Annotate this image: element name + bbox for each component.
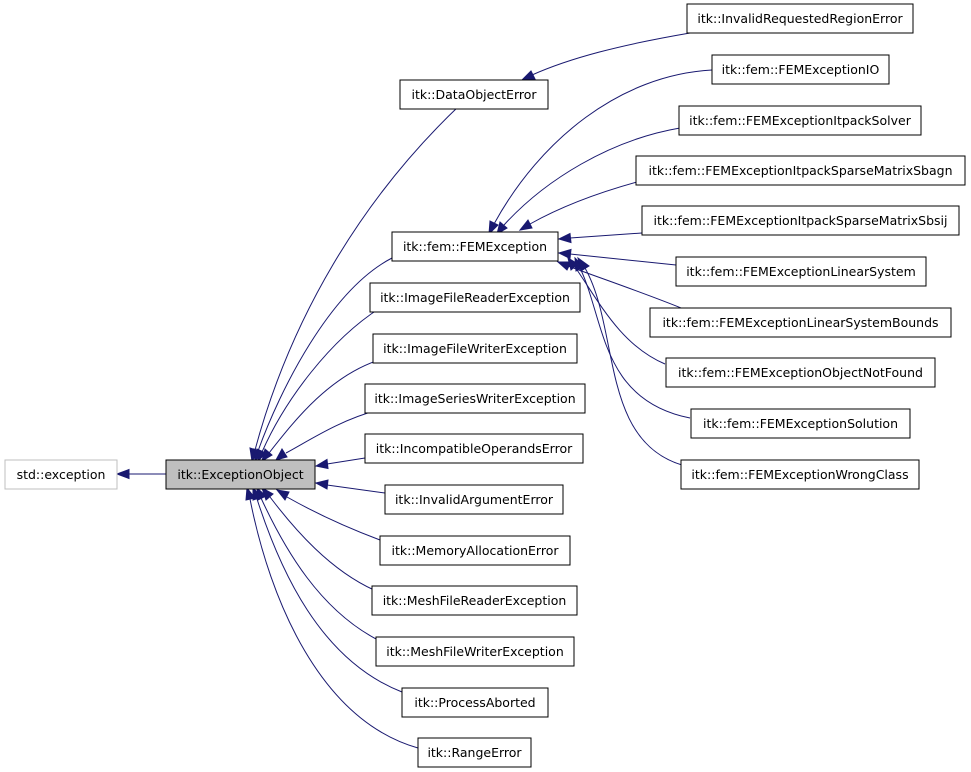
node-label: itk::fem::FEMExceptionSolution — [703, 416, 898, 431]
edge-rangeerror-to-exceptionobject — [245, 486, 419, 749]
node-label: itk::ImageSeriesWriterException — [374, 391, 575, 406]
edge-invalidargumenterror-to-exceptionobject — [314, 479, 386, 494]
node-fem-exception-object-not-found[interactable]: itk::fem::FEMExceptionObjectNotFound — [665, 357, 936, 388]
edge-exceptionobject-to-std-exception — [115, 468, 166, 480]
edge-femexceptionlinearsystem-to-femexception — [557, 248, 677, 266]
node-label: std::exception — [17, 467, 106, 482]
node-image-file-reader-exception[interactable]: itk::ImageFileReaderException — [369, 282, 581, 313]
edge-femexceptionlinearsystembounds-to-femexception — [556, 261, 687, 311]
node-label: itk::fem::FEMExceptionItpackSparseMatrix… — [648, 163, 952, 178]
node-label: itk::DataObjectError — [411, 87, 537, 102]
node-process-aborted[interactable]: itk::ProcessAborted — [401, 687, 549, 718]
nodes: std::exception itk::ExceptionObject itk:… — [4, 3, 966, 768]
node-label: itk::fem::FEMExceptionLinearSystem — [686, 264, 916, 279]
node-label: itk::MeshFileReaderException — [383, 593, 567, 608]
node-mesh-file-reader-exception[interactable]: itk::MeshFileReaderException — [371, 585, 578, 616]
edge-femexceptionitpacksparsematrixsbsij-to-femexception — [557, 232, 643, 244]
node-fem-exception-solution[interactable]: itk::fem::FEMExceptionSolution — [690, 408, 911, 439]
node-fem-exception-linear-system[interactable]: itk::fem::FEMExceptionLinearSystem — [675, 256, 927, 287]
node-fem-exception-wrong-class[interactable]: itk::fem::FEMExceptionWrongClass — [680, 459, 920, 490]
node-label: itk::ImageFileWriterException — [383, 341, 567, 356]
edge-incompatibleoperandserror-to-exceptionobject — [314, 457, 366, 470]
node-exception-object[interactable]: itk::ExceptionObject — [165, 459, 316, 490]
node-image-series-writer-exception[interactable]: itk::ImageSeriesWriterException — [364, 383, 586, 414]
node-label: itk::fem::FEMExceptionWrongClass — [691, 467, 908, 482]
node-label: itk::fem::FEMExceptionItpackSparseMatrix… — [654, 213, 948, 228]
node-incompatible-operands-error[interactable]: itk::IncompatibleOperandsError — [364, 433, 584, 464]
edge-invalidrequestedregionerror-to-dataobjecterror — [520, 32, 691, 81]
node-fem-exception-io[interactable]: itk::fem::FEMExceptionIO — [711, 54, 890, 85]
edge-femexceptionitpacksparsematrixsbagn-to-femexception — [518, 181, 638, 231]
edges — [115, 32, 713, 749]
edge-femexceptionio-to-femexception — [488, 69, 713, 236]
node-label: itk::fem::FEMExceptionLinearSystemBounds — [662, 315, 938, 330]
edge-femexceptionsolution-to-femexception — [574, 256, 691, 419]
node-label: itk::MemoryAllocationError — [392, 543, 560, 558]
node-label: itk::ImageFileReaderException — [380, 290, 570, 305]
node-label: itk::fem::FEMExceptionObjectNotFound — [678, 365, 923, 380]
node-label: itk::fem::FEMExceptionItpackSolver — [689, 113, 912, 128]
node-label: itk::InvalidRequestedRegionError — [697, 11, 903, 26]
edge-imageserieswriterexception-to-exceptionobject — [274, 409, 379, 461]
edge-meshfilewriterexception-to-exceptionobject — [256, 486, 379, 641]
edge-femexceptionitpacksolver-to-femexception — [496, 127, 681, 236]
edge-femexceptionwrongclass-to-femexception — [577, 256, 683, 466]
edge-memoryallocationerror-to-exceptionobject — [275, 489, 381, 541]
node-fem-exception-itpack-solver[interactable]: itk::fem::FEMExceptionItpackSolver — [678, 105, 922, 136]
node-label: itk::ProcessAborted — [414, 695, 535, 710]
edge-imagefilewriterexception-to-exceptionobject — [261, 358, 383, 463]
node-label: itk::fem::FEMExceptionIO — [722, 62, 880, 77]
node-label: itk::MeshFileWriterException — [386, 644, 564, 659]
node-invalid-argument-error[interactable]: itk::InvalidArgumentError — [384, 484, 564, 515]
node-fem-exception-itpack-sparse-matrix-sbagn[interactable]: itk::fem::FEMExceptionItpackSparseMatrix… — [635, 155, 966, 186]
edge-meshfilereaderexception-to-exceptionobject — [261, 486, 375, 591]
node-mesh-file-writer-exception[interactable]: itk::MeshFileWriterException — [375, 636, 575, 667]
node-std-exception[interactable]: std::exception — [4, 459, 118, 490]
node-data-object-error[interactable]: itk::DataObjectError — [399, 79, 549, 110]
node-label: itk::fem::FEMException — [403, 239, 547, 254]
node-label: itk::RangeError — [427, 745, 522, 760]
node-invalid-requested-region-error[interactable]: itk::InvalidRequestedRegionError — [686, 3, 914, 34]
node-label: itk::ExceptionObject — [177, 467, 303, 482]
node-label: itk::InvalidArgumentError — [395, 492, 554, 507]
node-range-error[interactable]: itk::RangeError — [417, 737, 532, 768]
node-memory-allocation-error[interactable]: itk::MemoryAllocationError — [379, 535, 571, 566]
node-label: itk::IncompatibleOperandsError — [376, 441, 573, 456]
edge-femexceptionobjectnotfound-to-femexception — [567, 256, 666, 365]
node-fem-exception-itpack-sparse-matrix-sbsij[interactable]: itk::fem::FEMExceptionItpackSparseMatrix… — [641, 205, 960, 236]
node-image-file-writer-exception[interactable]: itk::ImageFileWriterException — [372, 333, 578, 364]
node-fem-exception-linear-system-bounds[interactable]: itk::fem::FEMExceptionLinearSystemBounds — [649, 307, 952, 338]
edge-processaborted-to-exceptionobject — [252, 486, 403, 693]
node-fem-exception[interactable]: itk::fem::FEMException — [391, 231, 559, 262]
